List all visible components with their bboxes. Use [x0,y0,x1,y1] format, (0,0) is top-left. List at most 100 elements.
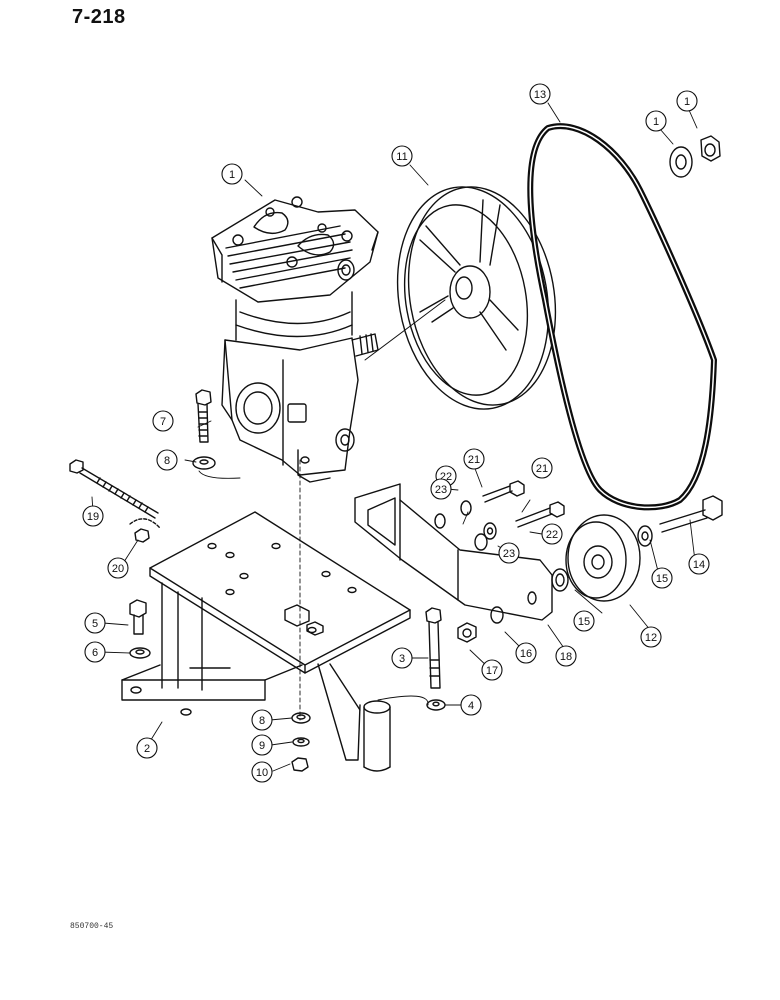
callout-label: 7 [160,416,166,428]
callout-circle [221,163,243,185]
callout-circle [391,647,413,669]
callout-circle [573,610,595,632]
callout-circle [481,659,503,681]
callout-circle [251,709,273,731]
callout-label: 5 [92,618,98,630]
callout-circle [84,641,106,663]
callout-label: 19 [87,511,99,523]
callout-c1a: 1 [221,163,243,185]
callout-c3: 3 [391,647,413,669]
callout-circle [391,145,413,167]
page-title: 7-218 [72,6,126,28]
callout-c1b: 1 [645,110,667,132]
callout-c18: 18 [555,645,577,667]
callout-label: 8 [259,715,265,727]
callout-c9: 9 [251,734,273,756]
callout-circle [541,523,563,545]
callout-c16: 16 [515,642,537,664]
washer-22-lower [483,522,497,540]
callout-c20: 20 [107,557,129,579]
callout-label: 15 [656,573,668,585]
callout-c8b: 8 [251,709,273,731]
callout-c21b: 21 [531,457,553,479]
callout-circle [463,448,485,470]
callout-c23b: 23 [498,542,520,564]
callout-label: 3 [399,653,405,665]
callout-c17: 17 [481,659,503,681]
callout-label: 6 [92,647,98,659]
washer-23-lower [474,533,488,551]
bolt-21-lower [515,501,565,528]
long-bolt-19 [69,459,159,519]
callout-c6: 6 [84,641,106,663]
callout-circle [640,626,662,648]
callout-circle [529,83,551,105]
callout-label: 20 [112,563,124,575]
bolt-21-upper [482,480,525,503]
bolt-7 [195,389,212,443]
callout-c10: 10 [251,761,273,783]
callout-label: 9 [259,740,265,752]
callout-circle [82,505,104,527]
lockwasher-9 [292,737,310,747]
washer-15-right [637,525,653,547]
callout-c21a: 21 [463,448,485,470]
callout-c19: 19 [82,505,104,527]
callout-c15b: 15 [573,610,595,632]
flywheel-pulley [396,186,557,410]
callout-label: 23 [435,484,447,496]
callout-label: 1 [229,169,235,181]
washer-and-nut [669,135,721,178]
washer-22-upper [460,500,472,516]
callout-label: 12 [645,632,657,644]
callout-c15a: 15 [651,567,673,589]
callout-c12: 12 [640,626,662,648]
callout-label: 1 [684,96,690,108]
nut-17 [457,622,477,643]
washer-23-upper [434,513,446,529]
callout-circle [531,457,553,479]
leader-lines [91,102,698,772]
air-compressor [211,196,379,483]
bearing-15-left [551,568,569,592]
v-belt [527,123,717,511]
callout-circle [676,90,698,112]
callout-c7: 7 [152,410,174,432]
callout-circle [152,410,174,432]
callout-c13: 13 [529,83,551,105]
callout-circle [460,694,482,716]
figure-code: 850700-45 [70,922,114,931]
callout-label: 10 [256,767,268,779]
washer-8-top [192,456,216,470]
callout-circle [555,645,577,667]
nut-10 [291,757,309,772]
callout-c11: 11 [391,145,413,167]
callout-c5: 5 [84,612,106,634]
callout-label: 21 [468,454,480,466]
callout-label: 21 [536,463,548,475]
callout-circle [156,449,178,471]
callout-label: 23 [503,548,515,560]
callout-circle [645,110,667,132]
callout-label: 4 [468,700,474,712]
callout-circle [498,542,520,564]
bolt-5 [129,599,147,635]
base-bracket [121,511,411,761]
bolt-14 [659,495,723,533]
callout-circle [430,478,452,500]
callout-circle [651,567,673,589]
callout-label: 22 [546,529,558,541]
callout-label: 14 [693,559,705,571]
callout-circle [107,557,129,579]
lockwasher-16 [490,606,504,624]
callout-label: 18 [560,651,572,663]
idler-arm [354,483,553,621]
callout-c2: 2 [136,737,158,759]
spacer-tube [363,700,391,772]
callout-circle [84,612,106,634]
callout-group: 1112345678891011121314151516171819202121… [82,83,710,783]
callout-circle [688,553,710,575]
lockwasher-6 [129,647,151,659]
callout-c22b: 22 [541,523,563,545]
